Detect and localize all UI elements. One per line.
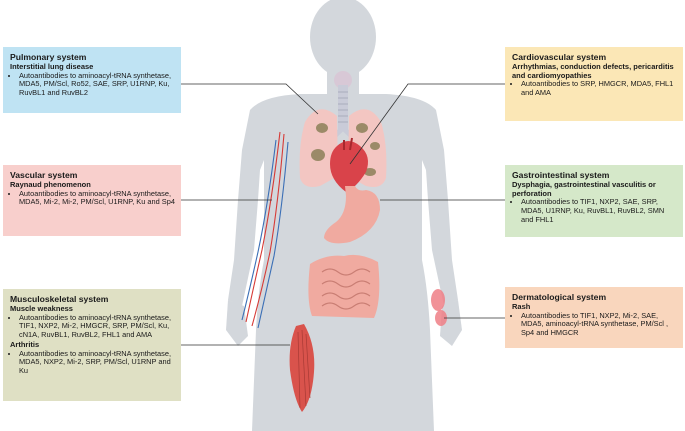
lung-lesion	[316, 123, 328, 133]
box-subtitle: Arrhythmias, conduction defects, pericar…	[512, 62, 674, 80]
artery-2	[251, 133, 285, 327]
box-subtitle: Muscle weakness	[10, 304, 73, 313]
box-subtitle: Raynaud phenomenon	[10, 180, 91, 189]
box-subtitle: Rash	[512, 302, 531, 311]
list-item: Autoantibodies to aminoacyl-tRNA synthet…	[19, 189, 175, 207]
vessels	[241, 131, 289, 329]
box-subtitle: Dysphagia, gastrointestinal vasculitis o…	[512, 180, 656, 198]
lung-lesion	[364, 168, 376, 176]
box-subtitle: Arthritis	[10, 339, 40, 349]
leader-line-cardio	[349, 83, 505, 165]
lung-lesion	[311, 149, 325, 161]
stomach	[324, 186, 380, 244]
gastrointestinal-system-box: Gastrointestinal system Dysphagia, gastr…	[505, 165, 683, 237]
heart	[330, 137, 368, 192]
musculoskeletal-system-box: Musculoskeletal system Muscle weakness A…	[3, 289, 181, 401]
cardiovascular-system-box: Cardiovascular system Arrhythmias, condu…	[505, 47, 683, 121]
box-title: Cardiovascular system	[512, 52, 607, 62]
vein	[241, 139, 277, 321]
vein-2	[257, 141, 289, 329]
list-item: Autoantibodies to SRP, HMGCR, MDA5, FHL1…	[521, 79, 677, 97]
dermatological-system-box: Dermatological system Rash Autoantibodie…	[505, 287, 683, 348]
box-title: Vascular system	[10, 170, 78, 180]
box-title: Gastrointestinal system	[512, 170, 610, 180]
box-title: Pulmonary system	[10, 52, 87, 62]
box-subtitle: Interstitial lung disease	[10, 62, 94, 71]
left-lung	[299, 109, 338, 187]
digestive-tract	[308, 186, 380, 318]
leader-line-pulmonary	[181, 83, 319, 115]
pulmonary-system-box: Pulmonary system Interstitial lung disea…	[3, 47, 181, 113]
lung-lesion	[370, 142, 380, 150]
list-item: Autoantibodies to aminoacyl-tRNA synthet…	[19, 349, 175, 376]
list-item: Autoantibodies to TIF1, NXP2, Mi-2, SAE,…	[521, 311, 677, 338]
list-item: Autoantibodies to TIF1, NXP2, SAE, SRP, …	[521, 198, 677, 224]
box-title: Musculoskeletal system	[10, 294, 109, 304]
artery	[245, 131, 281, 323]
box-title: Dermatological system	[512, 292, 607, 302]
small-intestine	[321, 268, 371, 310]
lungs	[299, 109, 387, 187]
lung-lesion	[356, 123, 368, 133]
leader-lines	[181, 83, 505, 346]
muscle	[289, 324, 315, 412]
skin-rash	[431, 289, 447, 326]
list-item: Autoantibodies to aminoacyl-tRNA synthet…	[19, 71, 175, 98]
vascular-system-box: Vascular system Raynaud phenomenon Autoa…	[3, 165, 181, 236]
list-item: Autoantibodies to aminoacyl-tRNA synthet…	[19, 313, 175, 340]
